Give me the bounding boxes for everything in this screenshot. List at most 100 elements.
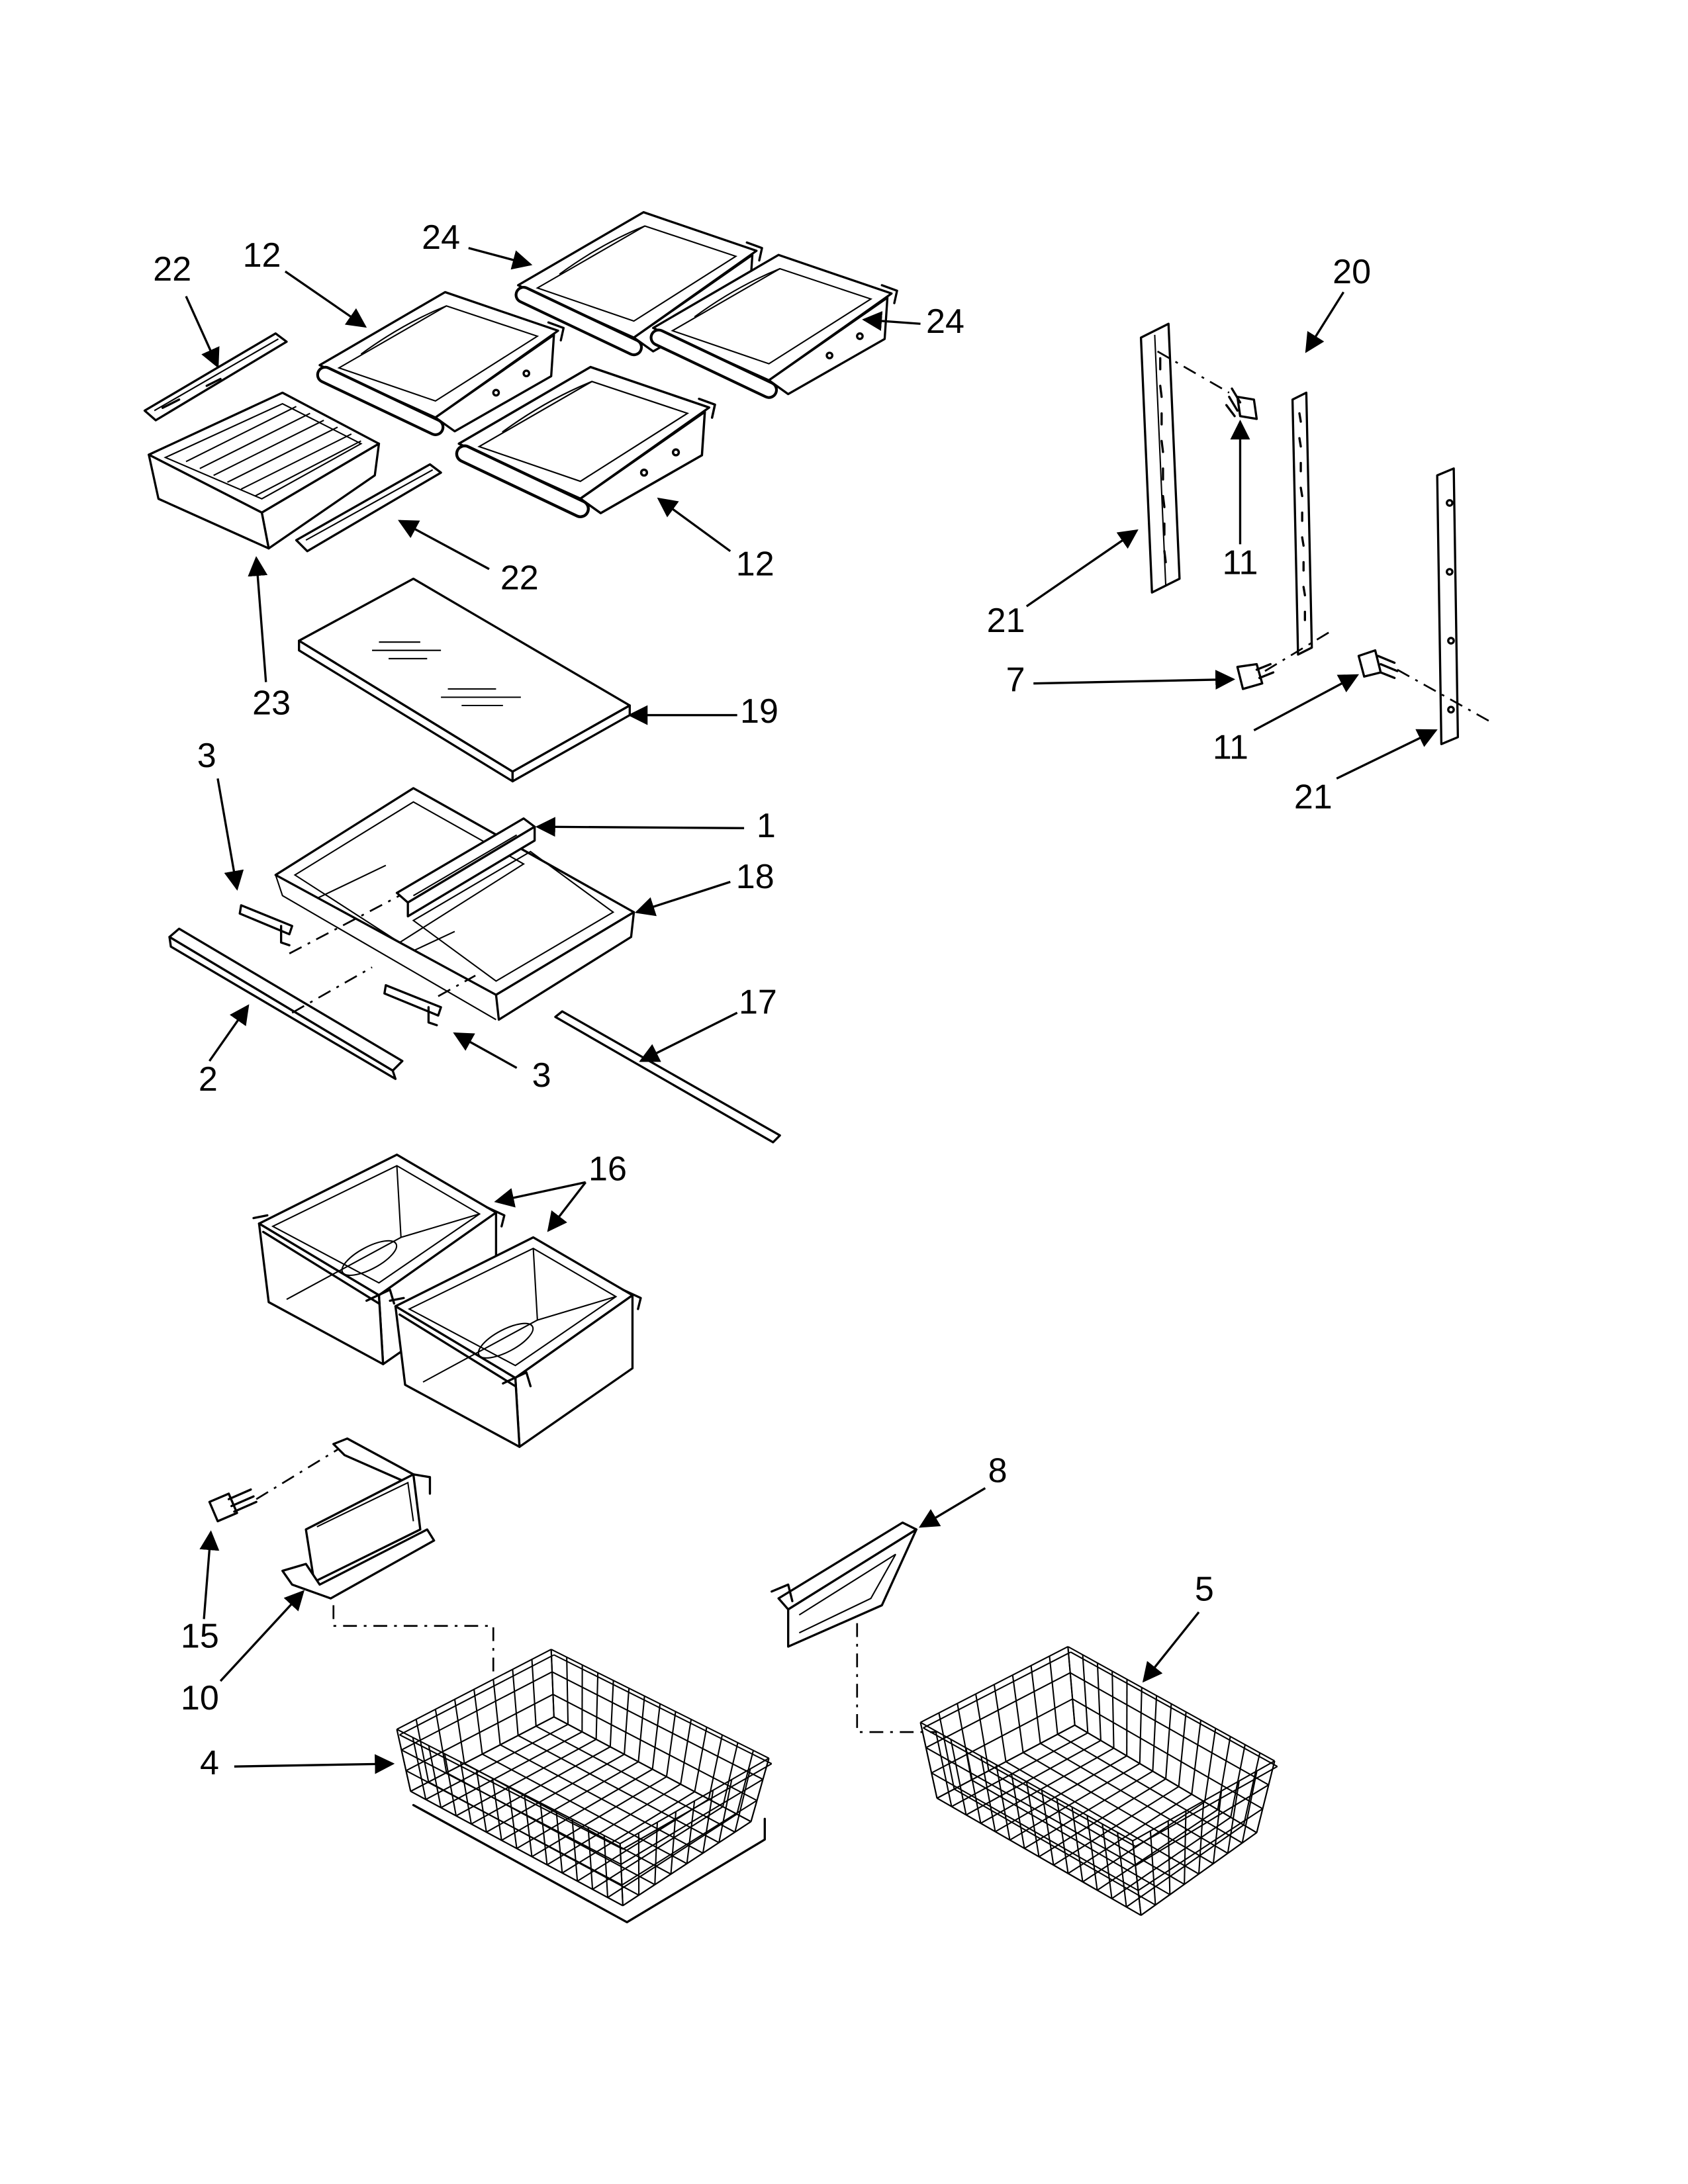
basket-wire: [1191, 1719, 1202, 1795]
basket-wire: [434, 1709, 447, 1773]
assembly-line: [438, 974, 476, 997]
basket-wire: [539, 1802, 548, 1865]
basket-wire: [444, 1753, 457, 1816]
rail-22-upper: [143, 332, 288, 422]
basket-rim: [622, 1821, 752, 1907]
basket-wire: [1212, 1790, 1223, 1864]
basket-wire: [665, 1711, 677, 1777]
basket-wire: [1117, 1832, 1127, 1907]
crisper-cover-18: [274, 787, 635, 1021]
basket-wire: [412, 1737, 427, 1800]
basket-wire: [1256, 1760, 1276, 1833]
leader-arrow-24-right: [862, 311, 921, 331]
basket-wire: [993, 1684, 1007, 1762]
leader-arrow-22-lower: [398, 520, 490, 570]
basket-wire: [1149, 1831, 1156, 1905]
basket-wire: [603, 1835, 609, 1898]
basket-wire: [1243, 1752, 1261, 1825]
callout-15: 15: [181, 1617, 219, 1655]
basket-wire: [1152, 1696, 1158, 1772]
basket-rim: [920, 1721, 1133, 1842]
basket-wire: [1197, 1801, 1205, 1874]
callout-3-upper: 3: [197, 737, 216, 775]
rail-21-right: [1436, 467, 1460, 745]
basket-wire: [619, 1843, 624, 1906]
basket-rim: [1135, 1766, 1278, 1847]
basket-wire: [694, 1727, 708, 1792]
basket-rim: [400, 1749, 622, 1865]
callout-17: 17: [739, 983, 777, 1022]
basket-rim: [405, 1770, 622, 1886]
assembly-line: [1397, 668, 1491, 723]
basket-wire: [475, 1770, 487, 1833]
leader-arrow-21-left: [1025, 529, 1139, 608]
leader-arrow-22-upper: [185, 295, 220, 369]
basket-wire: [750, 1758, 770, 1822]
callout-11-lower: 11: [1213, 728, 1248, 766]
basket-wire: [1057, 1733, 1243, 1844]
rail-20: [1291, 391, 1313, 656]
assembly-line: [256, 1449, 338, 1500]
trim-2: [168, 927, 404, 1080]
basket-rim: [923, 1727, 1136, 1847]
basket-wire: [473, 1689, 483, 1754]
leader-arrow-4: [234, 1754, 395, 1774]
basket-wire: [1227, 1780, 1240, 1854]
basket-wire: [492, 1679, 501, 1745]
basket-wire: [975, 1694, 990, 1771]
basket-rim: [1067, 1646, 1276, 1762]
basket-wire: [988, 1770, 1185, 1886]
basket-wire: [995, 1764, 1011, 1841]
callout-21-right: 21: [1294, 778, 1333, 816]
basket-wire: [1178, 1711, 1187, 1787]
leader-arrow-23: [248, 556, 268, 682]
assembly-line: [289, 895, 400, 954]
rail-21-left: [1139, 322, 1181, 594]
leader-arrow-1: [535, 817, 745, 837]
basket-wire: [1165, 1704, 1172, 1779]
basket-wire: [637, 1696, 645, 1762]
callout-24-top: 24: [422, 218, 460, 257]
basket-wire: [938, 1713, 955, 1790]
basket-rim: [923, 1651, 1071, 1729]
basket-rim: [621, 1799, 758, 1886]
basket-5: [919, 1646, 1278, 1916]
basket-wire: [1111, 1671, 1115, 1749]
basket-wire: [722, 1742, 739, 1807]
basket-wire: [680, 1719, 692, 1785]
basket-wire: [624, 1688, 630, 1754]
basket-rim: [552, 1694, 757, 1801]
callout-11-upper: 11: [1222, 543, 1258, 582]
basket-wire: [415, 1719, 430, 1782]
basket-wire: [512, 1669, 519, 1736]
basket-wire: [1203, 1728, 1217, 1802]
screw-11-lower: [1357, 649, 1399, 680]
assembly-line: [1156, 350, 1230, 394]
basket-rim: [925, 1672, 1071, 1749]
basket-wire: [1217, 1736, 1231, 1810]
clip-3-lower: [383, 983, 442, 1026]
leader-arrow-11-lower: [1253, 674, 1360, 731]
basket-wire: [1049, 1656, 1058, 1735]
basket-rim: [1140, 1832, 1258, 1916]
basket-wire: [1010, 1773, 1025, 1849]
basket-4: [396, 1649, 773, 1907]
basket-rim: [1070, 1651, 1278, 1768]
leader-arrow-12-lower: [657, 497, 731, 553]
basket-wire: [1167, 1821, 1171, 1895]
callout-20: 20: [1333, 253, 1371, 291]
basket-wire: [1132, 1841, 1142, 1916]
callout-10: 10: [181, 1679, 219, 1717]
basket-rim: [405, 1694, 553, 1772]
basket-rim: [937, 1724, 1076, 1799]
basket-wire: [531, 1659, 537, 1727]
basket-wire: [1011, 1674, 1024, 1753]
leader-arrow-21-right: [1336, 729, 1438, 780]
basket-wire: [1086, 1815, 1098, 1891]
basket-wire: [428, 1745, 442, 1808]
screw-7: [1236, 662, 1275, 690]
leader-arrow-12-upper: [284, 270, 367, 328]
basket-rim: [1137, 1808, 1264, 1891]
basket-rim: [620, 1778, 764, 1865]
